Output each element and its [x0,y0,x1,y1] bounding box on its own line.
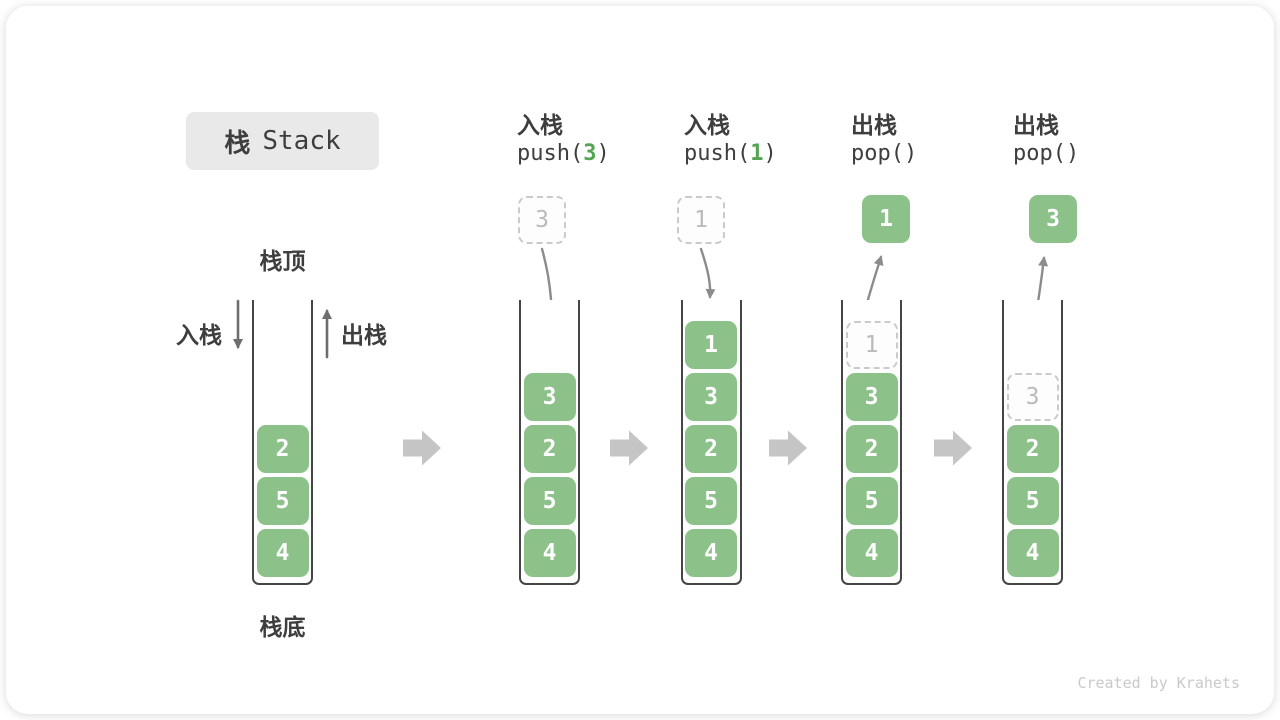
step-op-label: 出栈 [1013,112,1059,138]
step-op-code-pre: push( [684,141,751,166]
stack-cell: 5 [845,477,898,525]
step-op-code-post: ) [903,141,918,166]
step-op-label: 入栈 [517,112,563,138]
stack-cell: 5 [523,477,576,525]
stack-cell: 2 [845,425,898,473]
label-push: 入栈 [176,322,222,348]
stack-cell: 4 [685,529,737,577]
step-op-code: push(1) [684,141,777,166]
stack-cell: 4 [523,529,576,577]
stack-cell-removed: 3 [1006,373,1059,421]
watermark: Created by Krahets [1077,674,1240,692]
popped-value-box: 3 [1029,195,1077,243]
step-op-code: pop() [1013,141,1079,166]
stack-cell: 5 [685,477,737,525]
incoming-value-box: 1 [677,196,725,244]
stack-cell: 1 [685,321,737,369]
stack-cell: 4 [1006,529,1059,577]
stack-cell: 3 [685,373,737,421]
label-stack-bottom: 栈底 [259,614,306,640]
label-stack-top: 栈顶 [259,248,306,274]
stack-cell: 3 [523,373,576,421]
step-op-label: 入栈 [684,112,730,138]
step-op-code-pre: pop( [851,141,904,166]
title-zh: 栈 [224,127,251,158]
stack-cell: 2 [256,425,309,473]
step-op-code-pre: push( [517,141,584,166]
stack-cell: 2 [1006,425,1059,473]
stack-cell: 4 [845,529,898,577]
title-box: 栈 Stack [186,112,379,170]
stack-cell-removed: 1 [845,321,898,369]
step-op-code: pop() [851,141,917,166]
step-op-label: 出栈 [851,112,897,138]
stack-cell: 5 [1006,477,1059,525]
step-op-code-pre: pop( [1013,141,1066,166]
stack-cell: 4 [256,529,309,577]
step-op-code-post: ) [763,141,777,166]
step-op-code-arg: 3 [583,141,597,166]
incoming-value-box: 3 [518,196,566,244]
step-op-code-post: ) [596,141,610,166]
label-pop: 出栈 [341,322,387,348]
popped-value-box: 1 [862,195,910,243]
step-op-code-arg: 1 [750,141,764,166]
step-op-code: push(3) [517,141,610,166]
step-op-code-post: ) [1065,141,1080,166]
title-en: Stack [262,126,341,156]
stack-cell: 5 [256,477,309,525]
stack-cell: 2 [685,425,737,473]
stack-cell: 3 [845,373,898,421]
stack-cell: 2 [523,425,576,473]
